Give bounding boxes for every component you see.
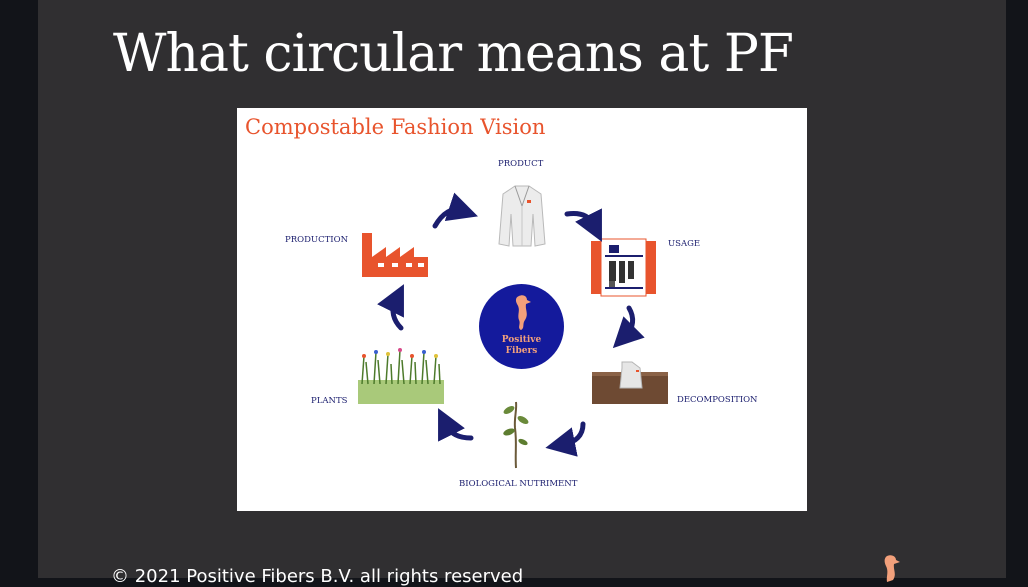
- label-decomposition: DECOMPOSITION: [677, 395, 758, 405]
- seahorse-icon: [515, 295, 531, 330]
- logo-text-line1: Positive: [501, 335, 542, 345]
- label-production: PRODUCTION: [285, 235, 349, 245]
- wardrobe-icon: [591, 238, 656, 297]
- sprout-icon: [503, 401, 529, 469]
- positive-fibers-logo: Positive Fibers: [479, 284, 564, 369]
- slide: What circular means at PF Compostable Fa…: [38, 0, 1006, 587]
- seahorse-logo-icon: [884, 555, 900, 582]
- decomposition-icon: [592, 361, 668, 404]
- label-biological-nutriment: BIOLOGICAL NUTRIMENT: [459, 479, 578, 489]
- blazer-icon: [498, 185, 546, 247]
- label-product: PRODUCT: [498, 159, 544, 169]
- circular-diagram: Compostable Fashion Vision PRODUCT USAGE…: [237, 108, 807, 511]
- label-plants: PLANTS: [311, 396, 348, 406]
- copyright-footer: © 2021 Positive Fibers B.V. all rights r…: [111, 566, 524, 587]
- arrow-product-to-usage: [564, 208, 602, 242]
- arrow-plants-to-production: [377, 284, 404, 331]
- arrow-decomposition-to-nutriment: [545, 421, 586, 457]
- cycle-arrows: [377, 192, 645, 457]
- plants-icon: [358, 348, 444, 404]
- factory-icon: [362, 233, 428, 277]
- arrow-usage-to-decomposition: [612, 305, 645, 349]
- logo-text-line2: Fibers: [505, 346, 538, 356]
- slide-title: What circular means at PF: [113, 24, 794, 84]
- diagram-title: Compostable Fashion Vision: [245, 115, 546, 139]
- arrow-nutriment-to-plants: [438, 408, 474, 442]
- label-usage: USAGE: [668, 239, 701, 249]
- arrow-production-to-product: [432, 192, 478, 229]
